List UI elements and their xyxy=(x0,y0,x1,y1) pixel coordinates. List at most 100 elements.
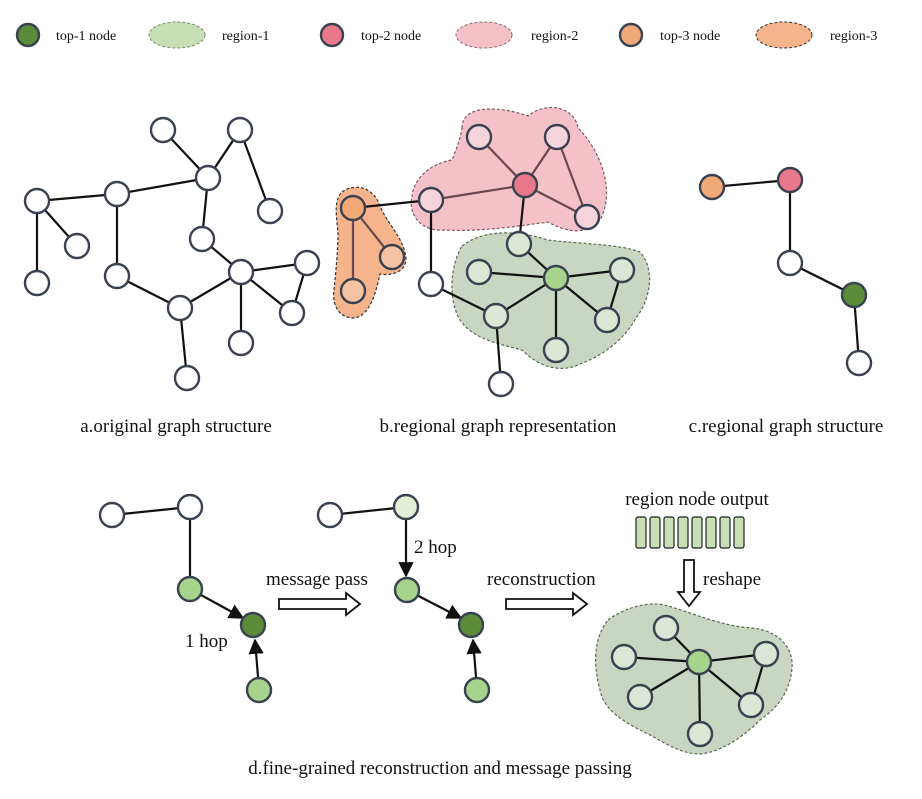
region-1-node xyxy=(737,691,765,719)
panel-c-nodes xyxy=(698,166,873,377)
top-1-node xyxy=(239,611,267,639)
graph-node xyxy=(417,270,445,298)
top-3-node xyxy=(339,194,367,222)
graph-node xyxy=(293,249,321,277)
region-1-node xyxy=(610,643,638,671)
graph-node xyxy=(103,180,131,208)
region-2-node xyxy=(573,203,601,231)
graph-node xyxy=(23,269,51,297)
legend-region1-label: region-1 xyxy=(222,29,269,44)
output-cell xyxy=(635,516,647,549)
pale-green-node xyxy=(392,493,420,521)
graph-node xyxy=(63,232,91,260)
legend-top2-label: top-2 node xyxy=(361,29,421,44)
reconstruction-arrow: reconstruction xyxy=(487,569,596,617)
region-1-node xyxy=(686,720,714,748)
graph-node xyxy=(98,501,126,529)
legend-top3-label: top-3 node xyxy=(660,29,720,44)
caption-d: d.fine-grained reconstruction and messag… xyxy=(248,758,632,779)
legend-region3-swatch xyxy=(755,21,813,49)
message-pass-label: message pass xyxy=(266,569,368,590)
region-1-node xyxy=(482,302,510,330)
output-cell xyxy=(705,516,717,549)
output-cell xyxy=(677,516,689,549)
region-2-node xyxy=(465,123,493,151)
panel-b-regional-representation: b.regional graph representation xyxy=(333,106,651,437)
hop-1-label: 1 hop xyxy=(185,631,228,652)
panel-d-graph-1: 1 hop xyxy=(98,493,273,704)
graph-node xyxy=(256,197,284,225)
reshape-label: reshape xyxy=(703,569,761,590)
legend-region3-label: region-3 xyxy=(830,29,877,44)
region-1-node xyxy=(593,306,621,334)
region-2-node xyxy=(543,123,571,151)
reconstruction-label: reconstruction xyxy=(487,569,596,590)
graph-node xyxy=(188,225,216,253)
region-1-node xyxy=(505,230,533,258)
panel-d-graph-2: 2 hop xyxy=(316,493,491,704)
region-3-node xyxy=(378,243,406,271)
region-1-node xyxy=(626,683,654,711)
graph-node xyxy=(845,349,873,377)
legend-region2-swatch xyxy=(455,21,513,49)
graph-node xyxy=(173,364,201,392)
output-vector xyxy=(635,516,745,549)
graph-node xyxy=(149,116,177,144)
region-1-blob xyxy=(594,603,793,755)
graph-node xyxy=(23,187,51,215)
output-cell xyxy=(663,516,675,549)
top-1-node xyxy=(542,264,570,292)
graph-node xyxy=(776,249,804,277)
legend: top-1 node region-1 top-2 node region-2 … xyxy=(15,21,877,49)
top-1-node xyxy=(840,281,868,309)
caption-a: a.original graph structure xyxy=(80,416,272,437)
region-node-output: region node output reshape xyxy=(625,489,769,608)
graph-node xyxy=(166,294,194,322)
panel-a-nodes xyxy=(23,116,321,392)
region-1-node xyxy=(542,336,570,364)
legend-region2-label: region-2 xyxy=(531,29,578,44)
region-3-node xyxy=(339,277,367,305)
output-cell xyxy=(691,516,703,549)
legend-top3-swatch xyxy=(618,22,644,48)
top-2-node xyxy=(511,171,539,199)
region-1-blob xyxy=(451,232,651,369)
graph-node xyxy=(278,299,306,327)
region-1-node xyxy=(652,614,680,642)
panel-d-reconstructed-region xyxy=(594,603,793,755)
top-3-node xyxy=(698,173,726,201)
light-green-node xyxy=(245,676,273,704)
light-green-node xyxy=(176,575,204,603)
hop-2-label: 2 hop xyxy=(414,537,457,558)
graph-node xyxy=(316,501,344,529)
light-green-node xyxy=(393,576,421,604)
caption-b: b.regional graph representation xyxy=(380,416,617,437)
region-node-output-label: region node output xyxy=(625,489,769,510)
legend-top1-label: top-1 node xyxy=(56,29,116,44)
legend-top1-swatch xyxy=(15,22,41,48)
panel-a-original-graph: a.original graph structure xyxy=(23,116,321,437)
graph-node xyxy=(103,262,131,290)
region-2-node xyxy=(417,186,445,214)
output-cell xyxy=(649,516,661,549)
region-1-node xyxy=(752,640,780,668)
graph-node xyxy=(227,329,255,357)
panel-d-fine-grained: 1 hop message pass 2 hop reconstruction xyxy=(98,489,793,779)
graph-node xyxy=(487,370,515,398)
graph-node xyxy=(226,116,254,144)
region-1-node xyxy=(465,258,493,286)
region-1-node xyxy=(608,256,636,284)
graph-node xyxy=(176,493,204,521)
output-cell xyxy=(719,516,731,549)
top-2-node xyxy=(776,166,804,194)
panel-c-regional-structure: c.regional graph structure xyxy=(689,166,883,437)
top-1-node xyxy=(457,611,485,639)
reshape-arrow xyxy=(676,559,702,608)
legend-top2-swatch xyxy=(319,22,345,48)
legend-region1-swatch xyxy=(148,21,206,49)
message-pass-arrow: message pass xyxy=(266,569,368,617)
top-1-node xyxy=(685,648,713,676)
light-green-node xyxy=(463,676,491,704)
panel-b-nodes xyxy=(339,123,636,398)
